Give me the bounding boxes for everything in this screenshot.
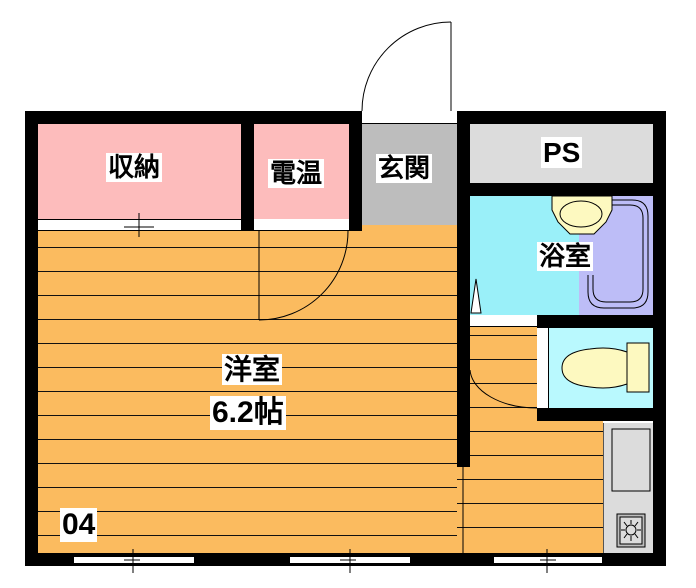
toilet-door-strip (537, 328, 549, 408)
bathroom-label: 浴室 (537, 241, 594, 272)
toilet-fixture-icon (561, 342, 650, 393)
entrance-label: 玄関 (376, 153, 433, 184)
water-heater-label: 電温 (268, 158, 325, 189)
washbasin-icon (551, 195, 613, 235)
western-room-label: 洋室 (222, 354, 283, 386)
wall-ps-bath (470, 183, 653, 196)
wall-left (25, 111, 38, 566)
entrance-door-opening (362, 111, 457, 124)
interior-door-swing-icon (258, 230, 349, 321)
wall-storage-heater (241, 124, 254, 231)
pipe-space-label: PS (541, 137, 583, 169)
sink-icon (611, 428, 651, 492)
water-heater-door-strip (254, 219, 349, 231)
wall-entrance-bath (457, 124, 470, 467)
bathtub-icon (587, 199, 649, 309)
western-room-size: 6.2帖 (210, 396, 286, 430)
sliding-window-icon (124, 213, 556, 573)
wall-bath-toilet (537, 315, 653, 328)
wall-right (653, 111, 666, 566)
unit-number: 04 (60, 508, 98, 542)
entrance-door-swing-icon (361, 21, 452, 112)
storage-label: 収納 (106, 152, 163, 183)
bath-door-strip (470, 315, 537, 327)
shower-icon (470, 278, 482, 314)
wall-top-left (25, 111, 362, 124)
wall-heater-entrance (349, 124, 362, 231)
wall-top-right (457, 111, 666, 124)
wall-toilet-bottom (537, 408, 653, 421)
western-room-floor (38, 231, 457, 553)
toilet-door-swing-icon (469, 369, 538, 409)
gas-stove-icon (616, 513, 646, 548)
